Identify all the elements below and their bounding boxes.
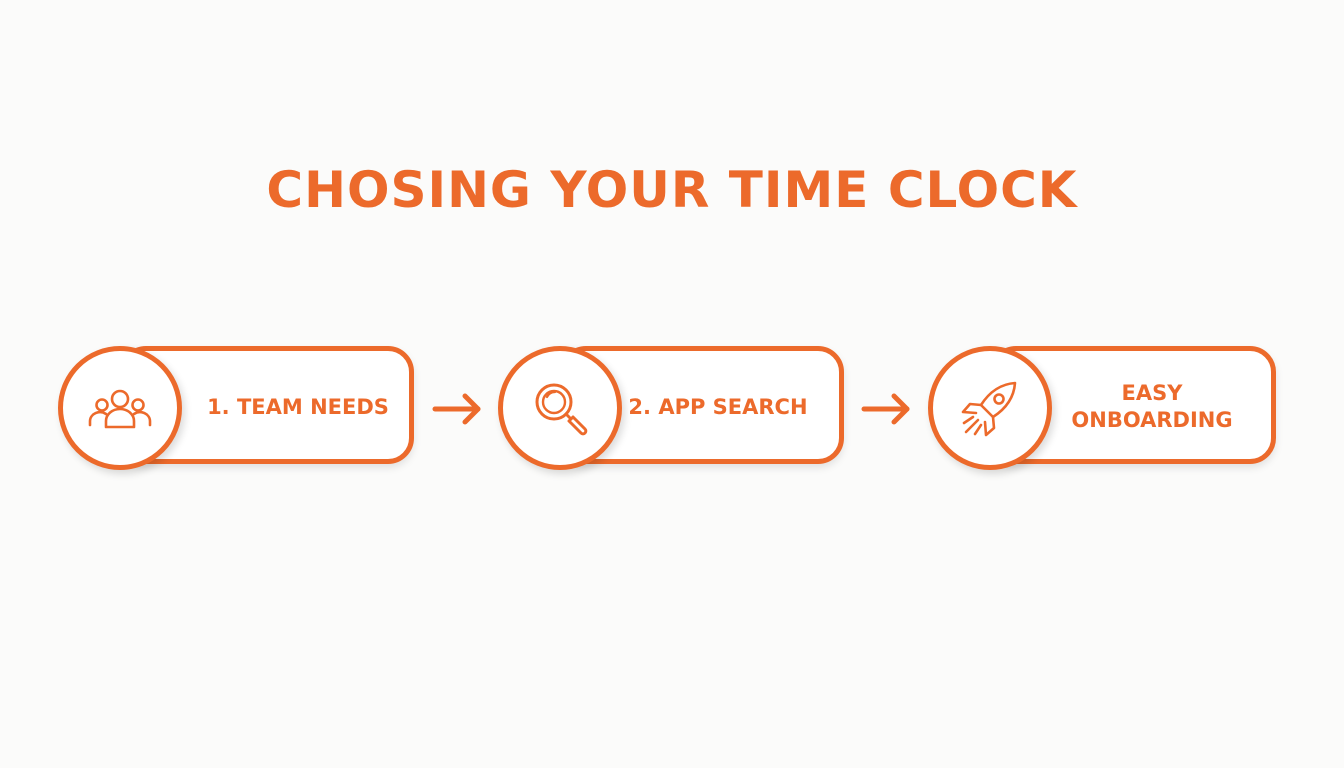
step-icon-circle: [498, 346, 622, 470]
step-app-search: 2. APP SEARCH: [498, 346, 844, 470]
rocket-icon: [961, 381, 1017, 437]
step-label: EASY ONBOARDING: [1071, 381, 1233, 432]
step-pill: [990, 346, 1276, 464]
step-team-needs: 1. TEAM NEEDS: [58, 346, 414, 470]
magnifying-glass-icon: [535, 383, 588, 436]
step-easy-onboarding: EASY ONBOARDING: [928, 346, 1276, 470]
diagram-title: CHOSING YOUR TIME CLOCK: [266, 161, 1078, 219]
step-icon-circle: [58, 346, 182, 470]
arrow-right-icon: [861, 393, 910, 425]
team-users-icon: [88, 389, 152, 429]
step-label: 1. TEAM NEEDS: [207, 394, 389, 419]
arrow-right-icon: [432, 393, 481, 425]
step-label: 2. APP SEARCH: [628, 394, 808, 419]
step-icon-circle: [928, 346, 1052, 470]
